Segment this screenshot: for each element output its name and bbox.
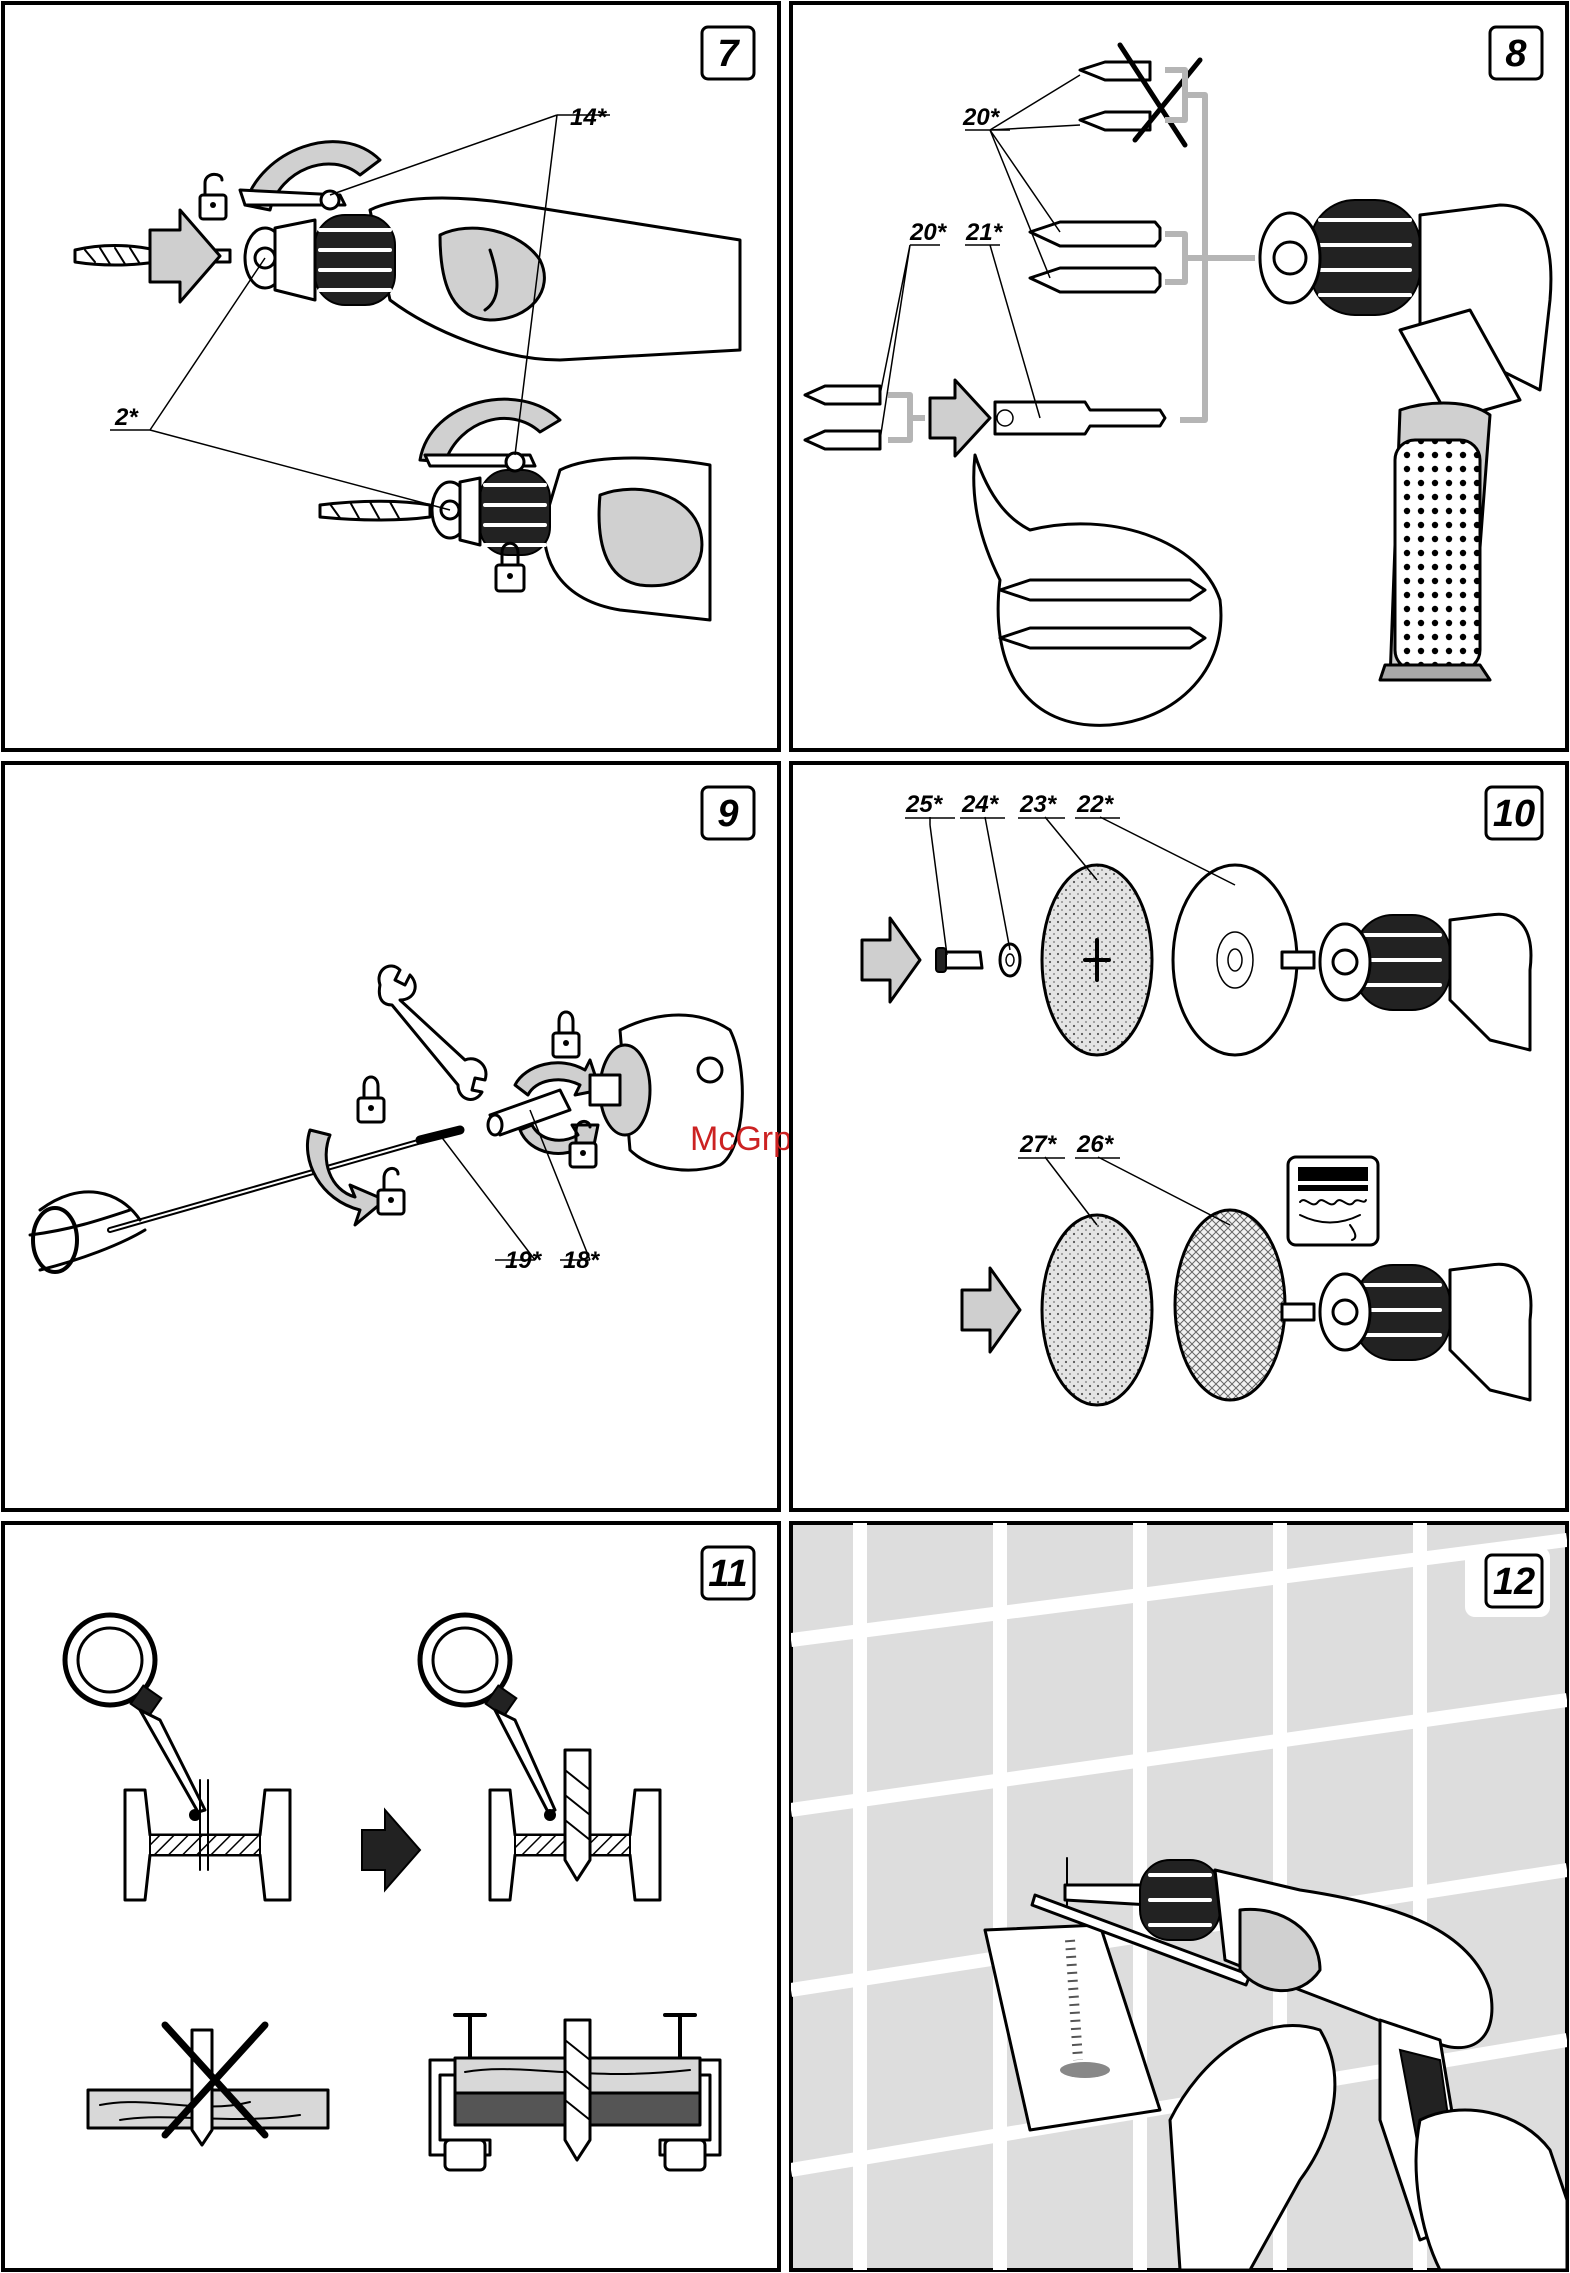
bubble-bit-phillips	[1000, 580, 1205, 600]
panel-7: 7	[3, 3, 779, 750]
panel-7-frame	[3, 3, 779, 750]
panel-11-number: 11	[708, 1553, 747, 1595]
panel-10-number: 10	[1493, 793, 1535, 835]
bubble-bit-slotted	[1000, 628, 1205, 648]
panel-9-number: 9	[717, 793, 738, 835]
label-18: 18*	[563, 1247, 601, 1274]
bit-slotted-short	[805, 431, 880, 449]
label-22: 22*	[1076, 791, 1115, 818]
panel-10: 10	[791, 763, 1567, 1510]
backing-plate-22	[1173, 865, 1297, 1055]
velcro-pad-26	[1175, 1210, 1285, 1400]
bit-slotted-long	[1030, 268, 1160, 292]
sanding-disc-27	[1042, 1215, 1152, 1405]
label-23: 23*	[1019, 791, 1058, 818]
bit-phillips-short	[805, 386, 880, 404]
label-25: 25*	[905, 791, 944, 818]
bit-phillips-long	[1030, 222, 1160, 246]
velcro-symbol-icon	[1288, 1157, 1378, 1245]
panel-9: 9	[3, 763, 845, 1510]
panel-8-number: 8	[1505, 33, 1527, 75]
label-20-lower: 20*	[909, 219, 948, 246]
panel-11: 11	[3, 1523, 779, 2270]
label-14: 14*	[570, 104, 608, 131]
chuck-jaw-ring-lower	[480, 470, 550, 555]
drill-bit-11	[565, 1750, 590, 1880]
panel-12-number: 12	[1493, 1561, 1535, 1603]
panel-7-number: 7	[717, 33, 740, 75]
label-21: 21*	[965, 219, 1004, 246]
label-19: 19*	[505, 1247, 543, 1274]
panel-12: 12	[791, 1523, 1567, 2270]
label-20-upper: 20*	[962, 104, 1001, 131]
label-2: 2*	[114, 404, 139, 431]
drill-bit-11b	[565, 2020, 590, 2160]
label-24: 24*	[961, 791, 1000, 818]
label-27: 27*	[1019, 1131, 1058, 1158]
panel-10-frame	[791, 763, 1567, 1510]
label-26: 26*	[1076, 1131, 1115, 1158]
panel-8: 8	[791, 3, 1567, 750]
